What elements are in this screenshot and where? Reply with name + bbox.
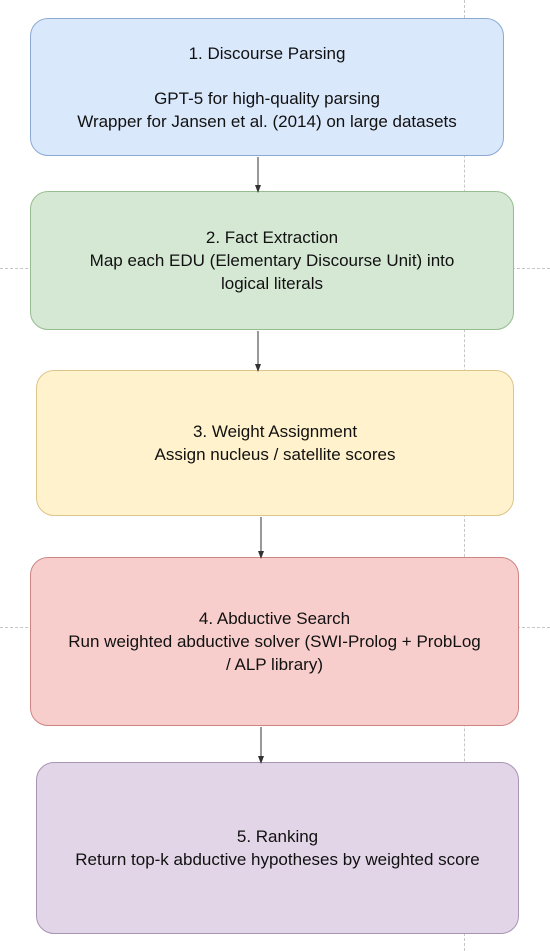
- step-title: 4. Abductive Search: [198, 609, 351, 628]
- step-title: 3. Weight Assignment: [192, 422, 358, 441]
- step-text-line: Map each EDU (Elementary Discourse Unit)…: [89, 251, 455, 270]
- step-text-line: logical literals: [220, 274, 324, 293]
- step-fact-extraction[interactable]: 2. Fact Extraction Map each EDU (Element…: [30, 191, 514, 330]
- step-title: 5. Ranking: [236, 827, 319, 846]
- step-title: 2. Fact Extraction: [205, 228, 339, 247]
- step-weight-assignment[interactable]: 3. Weight Assignment Assign nucleus / sa…: [36, 370, 514, 516]
- step-text-line: GPT-5 for high-quality parsing: [154, 88, 380, 108]
- step-abductive-search[interactable]: 4. Abductive Search Run weighted abducti…: [30, 557, 519, 726]
- step-text-line: Return top-k abductive hypotheses by wei…: [75, 850, 480, 869]
- step-title: 1. Discourse Parsing: [188, 43, 346, 63]
- step-text-line: Run weighted abductive solver (SWI-Prolo…: [68, 632, 481, 651]
- step-text-line: Assign nucleus / satellite scores: [154, 445, 396, 464]
- step-text-line: / ALP library): [225, 655, 323, 674]
- step-text-line: Wrapper for Jansen et al. (2014) on larg…: [77, 111, 457, 131]
- step-ranking[interactable]: 5. Ranking Return top-k abductive hypoth…: [36, 762, 519, 934]
- step-discourse-parsing[interactable]: 1. Discourse Parsing GPT-5 for high-qual…: [30, 18, 504, 156]
